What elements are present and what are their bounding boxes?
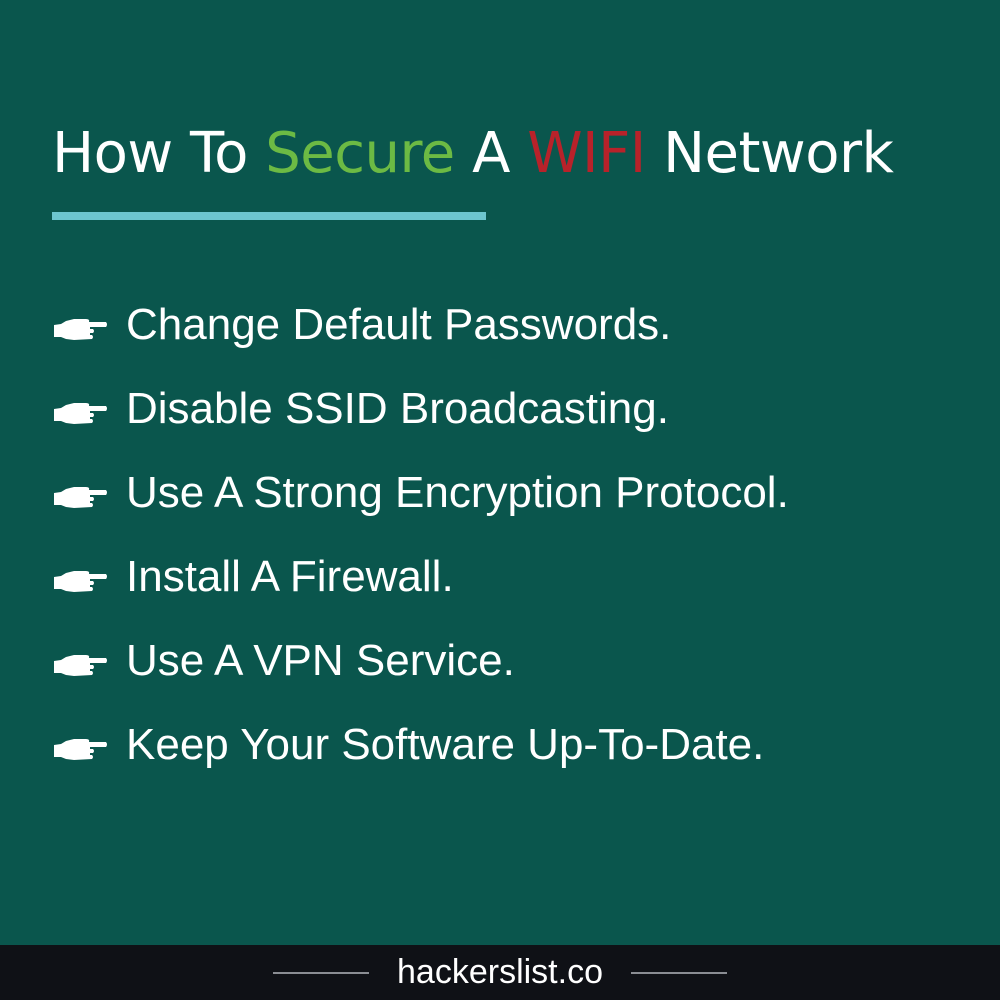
title-part-3: Network	[645, 121, 894, 186]
title-highlight-secure: Secure	[265, 121, 455, 186]
tip-label: Install A Firewall.	[126, 552, 454, 601]
pointing-hand-icon	[52, 316, 108, 342]
list-item: Use A VPN Service.	[52, 619, 789, 703]
title-part-2: A	[454, 121, 528, 186]
tip-label: Disable SSID Broadcasting.	[126, 384, 669, 433]
footer-bar: hackerslist.co	[0, 945, 1000, 1000]
list-item: Change Default Passwords.	[52, 283, 789, 367]
footer-divider-right	[630, 971, 727, 974]
footer-divider-left	[273, 971, 370, 974]
pointing-hand-icon	[52, 568, 108, 594]
tip-label: Keep Your Software Up-To-Date.	[126, 720, 765, 769]
tip-label: Use A VPN Service.	[126, 636, 515, 685]
page-title: How To Secure A WIFI Network	[52, 110, 894, 198]
footer-site-name: hackerslist.co	[397, 953, 603, 991]
list-item: Use A Strong Encryption Protocol.	[52, 451, 789, 535]
title-part-1: How To	[52, 121, 266, 186]
list-item: Keep Your Software Up-To-Date.	[52, 703, 789, 787]
pointing-hand-icon	[52, 484, 108, 510]
list-item: Disable SSID Broadcasting.	[52, 367, 789, 451]
title-underline	[52, 212, 486, 220]
tips-list: Change Default Passwords. Disable SSID B…	[52, 283, 789, 787]
list-item: Install A Firewall.	[52, 535, 789, 619]
pointing-hand-icon	[52, 652, 108, 678]
tip-label: Change Default Passwords.	[126, 300, 672, 349]
pointing-hand-icon	[52, 400, 108, 426]
tip-label: Use A Strong Encryption Protocol.	[126, 468, 789, 517]
title-highlight-wifi: WIFI	[527, 121, 646, 186]
pointing-hand-icon	[52, 736, 108, 762]
